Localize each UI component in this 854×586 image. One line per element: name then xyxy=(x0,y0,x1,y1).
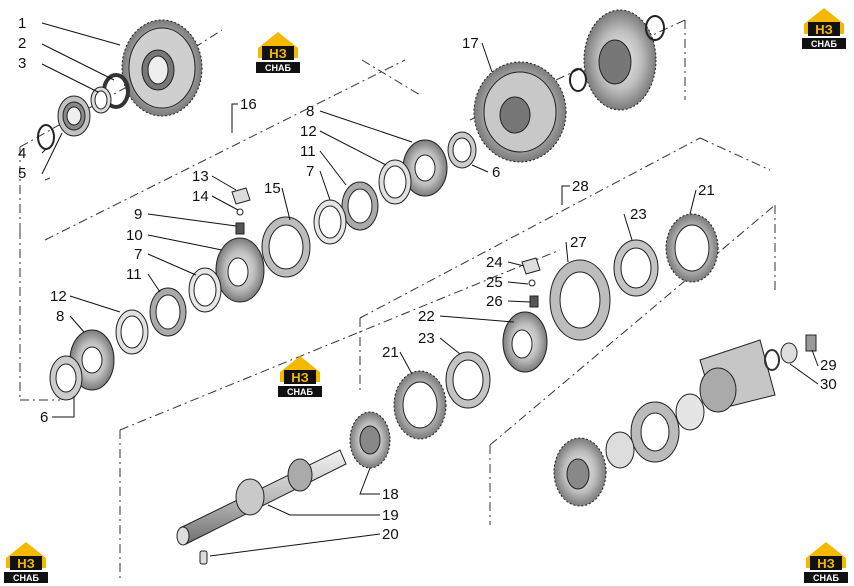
callout-label: 6 xyxy=(492,164,500,181)
callout-label: 14 xyxy=(192,188,209,205)
ring-part-7-mid xyxy=(188,267,222,313)
ring-part-23-low xyxy=(445,351,491,409)
parts xyxy=(37,9,817,565)
callout-label: 11 xyxy=(126,266,142,283)
shaft-part-19 xyxy=(176,449,347,546)
sleeve-part-15 xyxy=(261,216,311,278)
hub-part-10 xyxy=(215,237,265,303)
callout-label: 25 xyxy=(486,274,503,291)
gear-part-18 xyxy=(349,411,391,469)
callout-label: 9 xyxy=(134,206,142,223)
callout-label: 11 xyxy=(300,143,316,160)
gear-part-21-low xyxy=(393,370,447,440)
callout-label: 12 xyxy=(50,288,67,305)
lower-right-bearings xyxy=(605,393,705,469)
logo-initials: НЗ xyxy=(269,46,287,61)
callout-label: 21 xyxy=(382,344,399,361)
gear-part-17 xyxy=(473,61,567,163)
callout-label: 19 xyxy=(382,507,399,524)
lower-right-gear xyxy=(553,437,607,507)
callout-label: 23 xyxy=(418,330,435,347)
callout-label: 13 xyxy=(192,168,209,185)
detent-parts-24-25-26 xyxy=(521,257,541,308)
ring-part-23-top xyxy=(613,239,659,297)
gear-part-1 xyxy=(121,19,203,117)
callout-leaders xyxy=(41,22,819,557)
ring-part-6-top xyxy=(447,131,477,169)
callout-label: 21 xyxy=(698,182,715,199)
ring-part-11-top xyxy=(341,181,379,231)
callout-label: 7 xyxy=(134,246,142,263)
hub-part-22 xyxy=(502,311,548,373)
logo-caption: СНАБ xyxy=(287,387,313,397)
callout-label: 12 xyxy=(300,123,317,140)
logo-initials: НЗ xyxy=(815,22,833,37)
callout-label: 22 xyxy=(418,308,435,325)
callout-label: 3 xyxy=(18,55,26,72)
callout-label: 15 xyxy=(264,180,281,197)
callout-label: 4 xyxy=(18,145,26,162)
logo-bottom-right: НЗ СНАБ xyxy=(804,542,848,583)
callout-label: 23 xyxy=(630,206,647,223)
callout-label: 10 xyxy=(126,227,143,244)
callout-label: 20 xyxy=(382,526,399,543)
washer-part-30 xyxy=(764,342,798,371)
ring-part-12-top xyxy=(378,159,412,205)
callout-label: 29 xyxy=(820,357,837,374)
bolt-part-29 xyxy=(805,334,817,352)
detent-parts-13-14-9 xyxy=(231,187,251,235)
ring-part-6-low xyxy=(49,355,83,401)
snapring-part-4 xyxy=(37,124,55,150)
callout-label: 26 xyxy=(486,293,503,310)
logo-initials: НЗ xyxy=(291,370,309,385)
ring-part-12-mid xyxy=(115,309,149,355)
logo-center: НЗ СНАБ xyxy=(278,356,322,397)
callout-label: 1 xyxy=(18,15,26,32)
callout-label: 8 xyxy=(306,103,314,120)
sleeve-part-27 xyxy=(549,259,611,341)
callout-label: 16 xyxy=(240,96,257,113)
gear-part-21-top xyxy=(665,213,719,283)
callout-label: 24 xyxy=(486,254,503,271)
callout-label: 8 xyxy=(56,308,64,325)
gear-part-17b xyxy=(583,9,657,111)
callout-label: 17 xyxy=(462,35,479,52)
callout-label: 27 xyxy=(570,234,587,251)
washer-part-3 xyxy=(90,86,112,114)
logo-caption: СНАБ xyxy=(265,63,291,73)
logo-caption: СНАБ xyxy=(811,39,837,49)
callout-label: 6 xyxy=(40,409,48,426)
logo-initials: НЗ xyxy=(17,556,35,571)
pin-part-20 xyxy=(199,550,208,565)
callout-label: 5 xyxy=(18,165,26,182)
logo-bottom-left: НЗ СНАБ xyxy=(4,542,48,583)
ring-part-7-top xyxy=(313,199,347,245)
ring-part-11-mid xyxy=(149,287,187,337)
callout-label: 30 xyxy=(820,376,837,393)
callout-label: 7 xyxy=(306,163,314,180)
logo-caption: СНАБ xyxy=(813,573,839,583)
logo-caption: СНАБ xyxy=(13,573,39,583)
yoke-part xyxy=(699,339,776,413)
logo-top-right: НЗ СНАБ xyxy=(802,8,846,49)
snapring-top-right xyxy=(569,15,665,92)
callout-label: 18 xyxy=(382,486,399,503)
bearing-part-5 xyxy=(57,95,91,137)
callout-label: 28 xyxy=(572,178,589,195)
logo-initials: НЗ xyxy=(817,556,835,571)
logo-top-left: НЗ СНАБ xyxy=(256,32,300,73)
callout-label: 2 xyxy=(18,35,26,52)
callout-numbers: 1 2 3 4 5 16 17 6 8 12 11 7 13 14 15 9 1… xyxy=(18,15,837,543)
